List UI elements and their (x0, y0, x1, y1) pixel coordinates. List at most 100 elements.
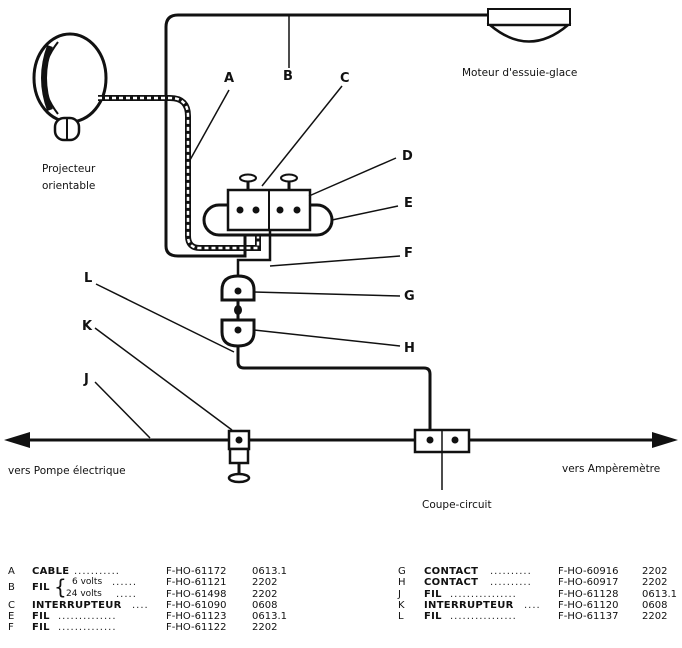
legend-left: A CABLE ........... F-HO-61172 0613.1 B … (8, 566, 338, 634)
legend-dots: .......... (490, 566, 532, 577)
legend-name: INTERRUPTEUR (32, 599, 122, 611)
caption-pompe: vers Pompe électrique (8, 465, 126, 477)
legend-ref: F-HO-61498 (166, 588, 227, 600)
legend-num: 0608 (642, 599, 668, 611)
legend-num: 2202 (642, 566, 668, 577)
legend-row-h: H CONTACT .......... F-HO-60917 2202 (398, 577, 680, 588)
label-f: F (404, 246, 413, 261)
legend-code: G (398, 566, 406, 577)
label-c: C (340, 71, 350, 86)
legend-ref: F-HO-60917 (558, 577, 619, 589)
legend-name: CONTACT (424, 566, 479, 577)
legend-num: 2202 (642, 611, 668, 623)
legend-num: 0613.1 (252, 611, 287, 623)
legend-dots: ................ (450, 588, 517, 600)
switch-c (202, 173, 334, 237)
callout-lines (94, 15, 401, 439)
label-b: B (283, 69, 293, 84)
legend-ref: F-HO-61120 (558, 599, 619, 611)
caption-orientable: orientable (42, 180, 95, 192)
wire-b (164, 13, 488, 258)
legend-num: 0613.1 (642, 588, 677, 600)
legend-code: K (398, 599, 405, 611)
legend-row-f: F FIL .............. F-HO-61122 2202 (8, 622, 338, 633)
legend-row-k: K INTERRUPTEUR .... F-HO-61120 0608 (398, 600, 680, 611)
headlamp-icon (32, 32, 108, 142)
legend-sub: 24 volts (66, 588, 102, 599)
wire-j (4, 432, 678, 448)
legend-ref: F-HO-60916 (558, 566, 619, 577)
legend-dots: .... (524, 599, 541, 611)
legend-code: C (8, 599, 15, 611)
legend-right: G CONTACT .......... F-HO-60916 2202 H C… (398, 566, 680, 622)
legend-name: INTERRUPTEUR (424, 599, 514, 611)
knob-icon (280, 173, 298, 190)
legend-row-b: B FIL { 6 volts ...... F-HO-61121 2202 2… (8, 577, 338, 600)
legend-name: FIL (32, 611, 50, 623)
legend-brace: { (54, 575, 67, 600)
legend-code: L (398, 611, 404, 623)
knob-icon (239, 173, 257, 190)
legend-dots: ...... (112, 577, 138, 589)
legend-dots: .... (132, 599, 149, 611)
label-g: G (404, 289, 415, 304)
legend-code: J (398, 588, 401, 600)
contact-h (220, 318, 256, 348)
coupe-circuit (413, 428, 471, 490)
legend-ref: F-HO-61090 (166, 599, 227, 611)
legend-ref: F-HO-61122 (166, 622, 227, 634)
legend-name: FIL (32, 622, 50, 634)
label-a: A (224, 71, 234, 86)
legend-row-l: L FIL ................ F-HO-61137 2202 (398, 611, 680, 622)
legend-row-e: E FIL .............. F-HO-61123 0613.1 (8, 611, 338, 622)
legend-dots: ........... (74, 566, 120, 577)
legend-row-g: G CONTACT .......... F-HO-60916 2202 (398, 566, 680, 577)
label-k: K (82, 319, 93, 334)
caption-amperemetre: vers Ampèremètre (562, 463, 660, 475)
legend-dots: .............. (58, 622, 117, 634)
switch-k (227, 429, 251, 484)
legend-code: F (8, 622, 14, 634)
legend-num: 2202 (252, 577, 278, 589)
legend-num: 0608 (252, 599, 278, 611)
legend-ref: F-HO-61137 (558, 611, 619, 623)
legend-num: 2202 (252, 622, 278, 634)
legend-name: CABLE (32, 566, 70, 577)
legend-num: 0613.1 (252, 566, 287, 577)
label-h: H (404, 341, 415, 356)
label-l: L (84, 271, 92, 286)
legend-code: H (398, 577, 406, 589)
legend-num: 2202 (642, 577, 668, 589)
legend-name: FIL (32, 582, 50, 594)
contact-g (220, 274, 256, 320)
legend-dots: ................ (450, 611, 517, 623)
legend-row-a: A CABLE ........... F-HO-61172 0613.1 (8, 566, 338, 577)
legend-code: B (8, 582, 15, 594)
label-e: E (404, 196, 413, 211)
legend-code: A (8, 566, 15, 577)
label-d: D (402, 149, 413, 164)
wiper-motor-icon (486, 8, 572, 43)
cable-a (98, 95, 261, 251)
caption-moteur: Moteur d'essuie-glace (462, 67, 577, 79)
caption-projecteur: Projecteur (42, 163, 96, 175)
legend-row-j: J FIL ................ F-HO-61128 0613.1 (398, 589, 680, 600)
legend-row-c: C INTERRUPTEUR .... F-HO-61090 0608 (8, 600, 338, 611)
wire-f (236, 230, 272, 280)
legend-dots: .............. (58, 611, 117, 623)
legend-name: FIL (424, 611, 442, 623)
legend-dots: ..... (116, 588, 137, 600)
wiring-diagram: A B C D E F G H J K L Projecteur orienta… (4, 8, 678, 511)
legend-name: CONTACT (424, 577, 479, 589)
legend-sub: 6 volts (72, 577, 103, 588)
legend-ref: F-HO-61172 (166, 566, 227, 577)
legend-ref: F-HO-61121 (166, 577, 227, 589)
legend-code: E (8, 611, 15, 623)
wire-l (236, 346, 432, 440)
caption-coupe-circuit: Coupe-circuit (422, 499, 492, 511)
legend-name: FIL (424, 588, 442, 600)
label-j: J (83, 372, 89, 387)
legend-dots: .......... (490, 577, 532, 589)
legend-ref: F-HO-61128 (558, 588, 619, 600)
legend-ref: F-HO-61123 (166, 611, 227, 623)
